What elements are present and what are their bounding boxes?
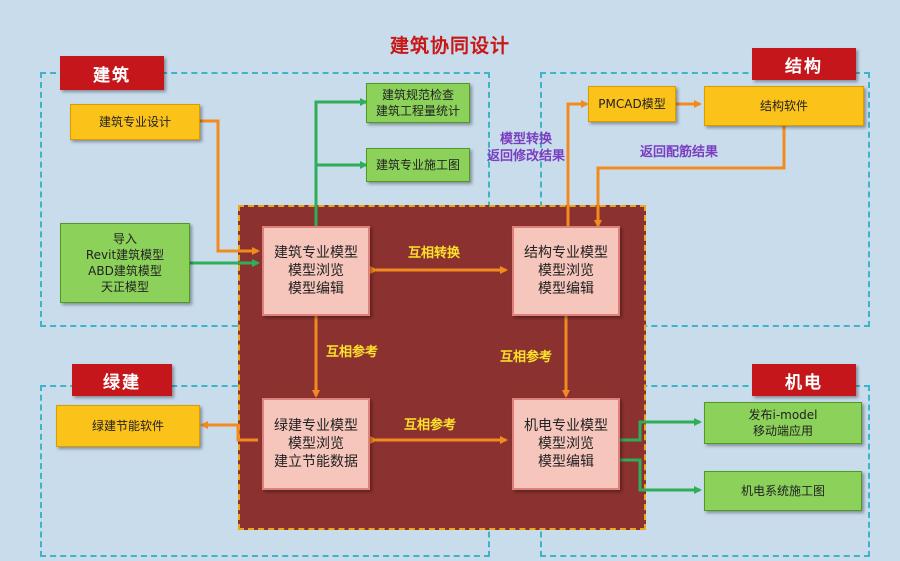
model-structure: 结构专业模型 模型浏览 模型编辑 [512,226,620,316]
arrow-model-to-code-check [314,98,368,226]
label-mutual-ref-right: 互相参考 [500,350,553,365]
diagram-title: 建筑协同设计 [389,35,510,57]
arrow-arch-design-to-model [200,119,260,255]
label-model-convert: 模型转换 返回修改结果 [487,132,566,164]
tag-mep: 机电 [752,364,856,396]
box-mep-drawing: 机电系统施工图 [704,471,862,511]
box-arch-design: 建筑专业设计 [70,104,200,140]
label-mutual-ref-left: 互相参考 [326,345,379,360]
box-struct-software: 结构软件 [704,86,864,126]
box-green-software: 绿建节能软件 [56,405,200,447]
label-mutual-ref-bottom: 互相参考 [404,418,457,433]
arrow-green-to-software [200,421,258,442]
box-code-check: 建筑规范检查 建筑工程量统计 [366,83,470,123]
label-mutual-convert: 互相转换 [408,246,461,261]
tag-structure: 结构 [752,48,856,80]
box-import: 导入 Revit建筑模型 ABD建筑模型 天正模型 [60,223,190,303]
arrow-model-convert [564,100,589,232]
tag-architecture: 建筑 [60,56,164,90]
model-architecture: 建筑专业模型 模型浏览 模型编辑 [262,226,370,316]
arrow-rebar-result [594,126,786,228]
model-green-building: 绿建专业模型 模型浏览 建立节能数据 [262,398,370,490]
arrow-mep-to-drawing [620,458,702,494]
arrow-mep-to-imodel [620,418,702,442]
label-rebar-result: 返回配筋结果 [640,145,719,160]
box-arch-drawing: 建筑专业施工图 [366,148,470,182]
model-mep: 机电专业模型 模型浏览 模型编辑 [512,398,620,490]
box-pmcad: PMCAD模型 [588,86,676,122]
tag-green-building: 绿建 [72,364,172,396]
box-imodel: 发布i-model 移动端应用 [704,402,862,444]
region-structure [540,72,870,327]
